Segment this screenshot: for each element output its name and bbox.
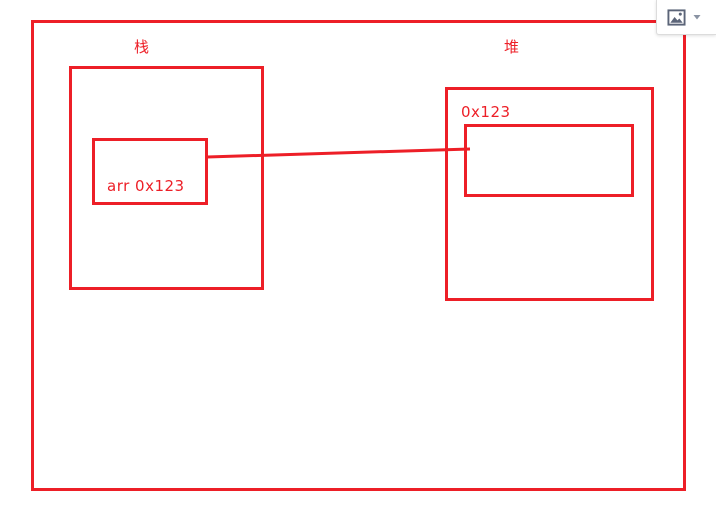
stack-variable-label: arr 0x123 — [107, 177, 185, 195]
stack-label: 栈 — [134, 38, 150, 56]
chevron-down-icon[interactable] — [692, 12, 702, 22]
broken-image-icon[interactable] — [667, 8, 686, 27]
stack-variable-box — [92, 138, 208, 205]
heap-label: 堆 — [504, 38, 520, 56]
heap-address-label: 0x123 — [461, 103, 511, 121]
heap-allocation-block — [464, 124, 634, 197]
image-widget-toolbar[interactable] — [656, 0, 716, 35]
stack-box — [69, 66, 264, 290]
outer-frame — [31, 20, 686, 491]
heap-box — [445, 87, 654, 301]
